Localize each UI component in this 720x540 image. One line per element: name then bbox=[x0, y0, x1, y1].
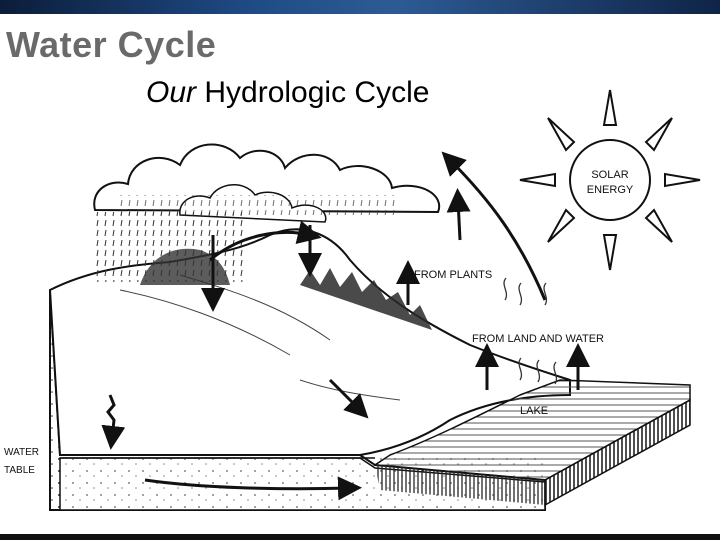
footer-band bbox=[0, 534, 720, 540]
label-water-table-2: TABLE bbox=[4, 465, 35, 476]
rain bbox=[96, 212, 246, 282]
label-lake: LAKE bbox=[520, 405, 548, 417]
rising-vapor-arrow bbox=[458, 200, 460, 240]
clouds bbox=[94, 144, 439, 222]
sun-label-solar: SOLAR bbox=[591, 169, 628, 181]
sun-icon: SOLAR ENERGY bbox=[520, 90, 700, 270]
sun-label-energy: ENERGY bbox=[587, 184, 634, 196]
label-from-land-and-water: FROM LAND AND WATER bbox=[472, 333, 604, 345]
label-water-table-1: WATER bbox=[4, 447, 39, 458]
label-from-plants: FROM PLANTS bbox=[414, 269, 492, 281]
